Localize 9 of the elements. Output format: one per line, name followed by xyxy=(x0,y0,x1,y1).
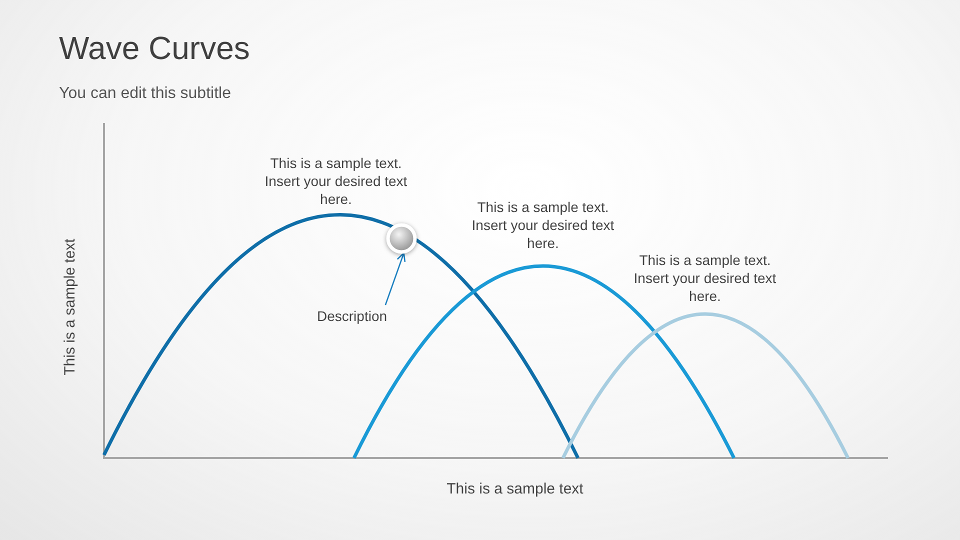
leader-line xyxy=(384,252,406,306)
subtitle: You can edit this subtitle xyxy=(59,85,231,103)
axis-title: This is a sample text xyxy=(446,480,584,498)
curve-label: This is a sample text. Insert your desired text here. xyxy=(632,251,778,305)
description-label: Description xyxy=(317,307,393,325)
axis-title: This is a sample text xyxy=(62,238,78,376)
curve-label: This is a sample text. Insert your desired text here. xyxy=(470,198,616,252)
curve-label: This is a sample text. Insert your desired text here. xyxy=(264,154,408,208)
slide-title: Wave Curves xyxy=(59,30,250,67)
